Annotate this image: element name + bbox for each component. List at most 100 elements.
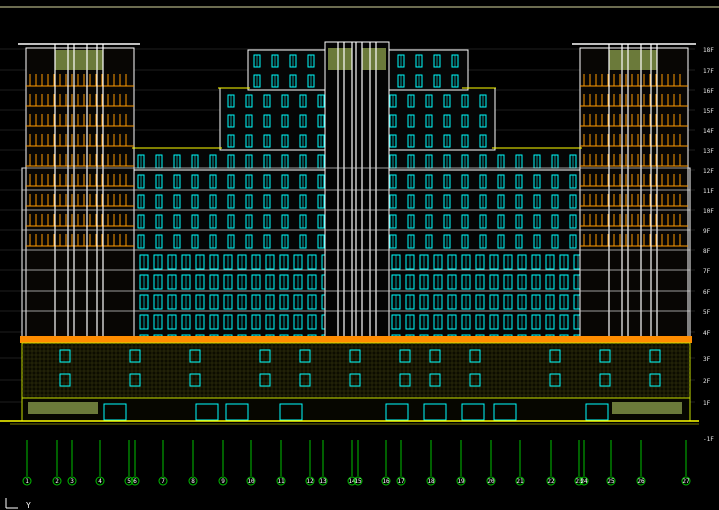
grid-axis-label: 11 (277, 478, 285, 485)
storefront (195, 403, 219, 421)
podium-window (399, 373, 411, 387)
floor-label: 1F (703, 400, 711, 407)
grid-axis-label: 19 (457, 478, 465, 485)
grid-axis-label: 23 (575, 478, 583, 485)
podium-window (649, 349, 661, 363)
floor-label: 13F (703, 148, 714, 155)
grid-axis-bubble (486, 476, 496, 486)
grid-axis-bubble (636, 476, 646, 486)
grid-axis-label: 22 (547, 478, 555, 485)
grid-axis-label: 10 (247, 478, 255, 485)
right-tower-cap (609, 50, 657, 70)
floor-label: 5F (703, 309, 711, 316)
grid-axis-label: 12 (306, 478, 314, 485)
floor-label: 14F (703, 128, 714, 135)
grid-axis-bubble (67, 476, 77, 486)
ucs-icon: Y (5, 498, 31, 510)
grid-axis-bubble (426, 476, 436, 486)
floor-label: 8F (703, 248, 711, 255)
floor-label: 12F (703, 168, 714, 175)
grid-axis-label: 2 (55, 478, 59, 485)
podium-window (469, 373, 481, 387)
podium-window (429, 349, 441, 363)
floor-label: 15F (703, 108, 714, 115)
grid-axis-bubble (381, 476, 391, 486)
storefront (461, 403, 485, 421)
building-elevation (0, 41, 699, 425)
grid-axis-bubble (396, 476, 406, 486)
podium-window (549, 349, 561, 363)
grid-axis-label: 1 (25, 478, 29, 485)
grid-axis-label: 3 (70, 478, 74, 485)
floor-label: 17F (703, 68, 714, 75)
grid-axis-bubble (246, 476, 256, 486)
podium-window (189, 349, 201, 363)
grid-axis-label: 9 (221, 478, 225, 485)
grid-axis-label: 20 (487, 478, 495, 485)
podium-window (59, 373, 71, 387)
storefront (103, 403, 127, 421)
ground-panel (612, 402, 682, 414)
grid-axis-bubble (515, 476, 525, 486)
grid-axis-label: 24 (580, 478, 588, 485)
grid-axis-bubble (353, 476, 363, 486)
podium-window (129, 349, 141, 363)
grid-axis-label: 18 (427, 478, 435, 485)
grid-axis-label: 6 (133, 478, 137, 485)
floor-label: 16F (703, 88, 714, 95)
grid-axis-label: 4 (98, 478, 102, 485)
grid-axis-label: 8 (191, 478, 195, 485)
podium-window (299, 349, 311, 363)
storefront (585, 403, 609, 421)
left-tower-cap (55, 50, 103, 70)
grid-axis-label: 14 (348, 478, 356, 485)
grid-axis-bubble (681, 476, 691, 486)
grid-axis-label: 27 (682, 478, 690, 485)
podium-window (549, 373, 561, 387)
grid-axis-bubble (546, 476, 556, 486)
grid-axis-label: 5 (127, 478, 131, 485)
grid-axis-bubble (124, 476, 134, 486)
podium-window (649, 373, 661, 387)
grid-axis-bubble (276, 476, 286, 486)
ground-panel (28, 402, 98, 414)
grid-axis-bubble (52, 476, 62, 486)
grid-axis-bubble (305, 476, 315, 486)
podium-window (599, 349, 611, 363)
floor-labels: 18F17F16F15F14F13F12F11F10F9F8F7F6F5F4F3… (703, 47, 714, 443)
storefront (385, 403, 409, 421)
grid-axis-bubble (130, 476, 140, 486)
grid-axis-bubble (218, 476, 228, 486)
grid-axis-bubble (456, 476, 466, 486)
grid-axis-label: 7 (161, 478, 165, 485)
grid-axis-label: 13 (319, 478, 327, 485)
grid-axis-bubble (188, 476, 198, 486)
podium-window (429, 373, 441, 387)
podium-window (259, 349, 271, 363)
floor-label: 11F (703, 188, 714, 195)
core-cap-right (362, 48, 386, 70)
podium-window (59, 349, 71, 363)
floor-label: 18F (703, 47, 714, 54)
podium-window (129, 373, 141, 387)
ground-floor (21, 397, 691, 422)
grid-axis-label: 16 (382, 478, 390, 485)
ground-level-label: -1F (703, 436, 714, 443)
left-tower (25, 47, 135, 339)
floor-label: 3F (703, 356, 711, 363)
grid-axis-bubble (606, 476, 616, 486)
floor-label: 6F (703, 289, 711, 296)
grid-axis-label: 17 (397, 478, 405, 485)
core-cap-left (328, 48, 352, 70)
floor-label: 4F (703, 330, 711, 337)
storefront (225, 403, 249, 421)
podium-window (349, 349, 361, 363)
floor-label: 7F (703, 268, 711, 275)
storefront (279, 403, 303, 421)
podium-window (349, 373, 361, 387)
podium-window (189, 373, 201, 387)
floor-label: 10F (703, 208, 714, 215)
